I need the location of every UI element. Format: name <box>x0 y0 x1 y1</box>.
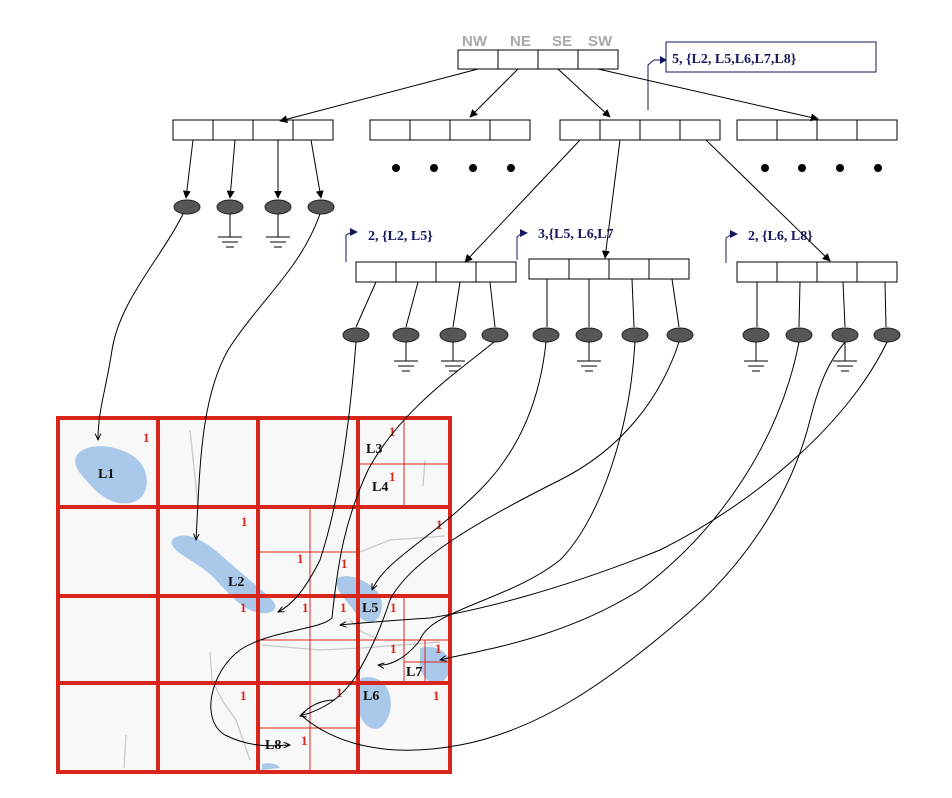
quadrant-labels: NW NE SE SW <box>462 33 613 50</box>
quadrant-label-sw: SW <box>588 33 613 50</box>
level1-node-se <box>559 119 721 141</box>
node-b-annotation-text: 3,{L5, L6,L7 <box>538 227 614 242</box>
leaf-node <box>532 327 560 343</box>
ground-icon <box>266 214 290 248</box>
ground-icon <box>218 214 242 248</box>
lake-l2 <box>171 535 276 614</box>
label-l4: L4 <box>372 480 388 495</box>
cell-counts: 1 1 1 1 1 1 1 1 1 1 1 1 1 1 1 1 1 <box>143 424 443 748</box>
cell-count: 1 <box>240 600 247 615</box>
cell-count: 1 <box>240 688 247 703</box>
annotation-node-c: 2, {L6, L8} <box>725 229 813 263</box>
leaf-node <box>666 327 694 343</box>
label-l7: L7 <box>406 665 422 680</box>
lake-l6 <box>356 677 391 729</box>
cell-count: 1 <box>241 514 248 529</box>
leaf-node <box>216 199 244 215</box>
cell-count: 1 <box>297 551 304 566</box>
leaf-node <box>621 327 649 343</box>
annotation-node-a: 2, {L2, L5} <box>345 228 433 262</box>
label-l1: L1 <box>98 467 114 482</box>
level1-node-ne <box>369 119 531 141</box>
cell-count: 1 <box>336 685 343 700</box>
node-a-annotation-text: 2, {L2, L5} <box>368 229 433 244</box>
cell-count: 1 <box>390 600 397 615</box>
ground-icon <box>394 342 418 372</box>
root-node <box>457 49 619 70</box>
leaf-node <box>392 327 420 343</box>
node-c-children <box>742 281 901 372</box>
root-annotation-text: 5, {L2, L5,L6,L7,L8} <box>672 52 797 67</box>
leaf-node <box>873 327 901 343</box>
level2-node-c <box>736 261 898 283</box>
cell-count: 1 <box>389 424 396 439</box>
cell-count: 1 <box>340 600 347 615</box>
node-a-children <box>342 281 509 372</box>
cell-count: 1 <box>143 430 150 445</box>
leaf-node <box>342 327 370 343</box>
leaf-node <box>831 327 859 343</box>
label-l6: L6 <box>363 689 379 704</box>
cell-count: 1 <box>390 641 397 656</box>
leaf-node <box>575 327 603 343</box>
label-l5: L5 <box>362 601 378 616</box>
level1-node-nw <box>172 119 334 141</box>
nw-children <box>173 139 335 248</box>
quadtree-grid <box>56 416 452 774</box>
root-annotation: 5, {L2, L5,L6,L7,L8} <box>647 41 877 110</box>
node-c-annotation-text: 2, {L6, L8} <box>748 229 813 244</box>
quadrant-label-ne: NE <box>510 33 531 50</box>
leaf-node <box>307 199 335 215</box>
leaf-node <box>481 327 509 343</box>
leaf-node <box>785 327 813 343</box>
level1-node-sw <box>736 119 898 141</box>
cell-count: 1 <box>436 517 443 532</box>
annotation-node-b: 3,{L5, L6,L7 <box>516 227 614 260</box>
ellipsis-dots-left <box>392 164 515 172</box>
label-l2: L2 <box>228 575 244 590</box>
leaf-node <box>439 327 467 343</box>
lake-l8 <box>262 763 280 770</box>
ground-icon <box>833 342 857 372</box>
ground-icon <box>577 342 601 372</box>
leaf-node <box>742 327 770 343</box>
cell-count: 1 <box>435 641 442 656</box>
leaf-node <box>173 199 201 215</box>
cell-count: 1 <box>389 469 396 484</box>
ground-icon <box>744 342 768 372</box>
cell-count: 1 <box>302 600 309 615</box>
level2-node-b <box>528 258 690 280</box>
level2-node-a <box>355 261 517 283</box>
lake-l1 <box>75 446 147 504</box>
map-area: 1 1 1 1 1 1 1 1 1 1 1 1 1 1 1 1 1 L1 L2 … <box>56 416 452 774</box>
leaf-node <box>264 199 292 215</box>
se-links <box>464 139 831 263</box>
cell-count: 1 <box>341 556 348 571</box>
ellipsis-dots-right <box>761 164 882 172</box>
cell-count: 1 <box>433 688 440 703</box>
leaf-to-cell-pointers <box>98 213 888 751</box>
cell-count: 1 <box>301 733 308 748</box>
root-links <box>279 68 819 124</box>
node-b-children <box>532 278 694 372</box>
roads <box>123 429 446 769</box>
quadrant-label-nw: NW <box>462 33 488 50</box>
ground-icon <box>441 342 465 372</box>
quadrant-label-se: SE <box>552 33 572 50</box>
